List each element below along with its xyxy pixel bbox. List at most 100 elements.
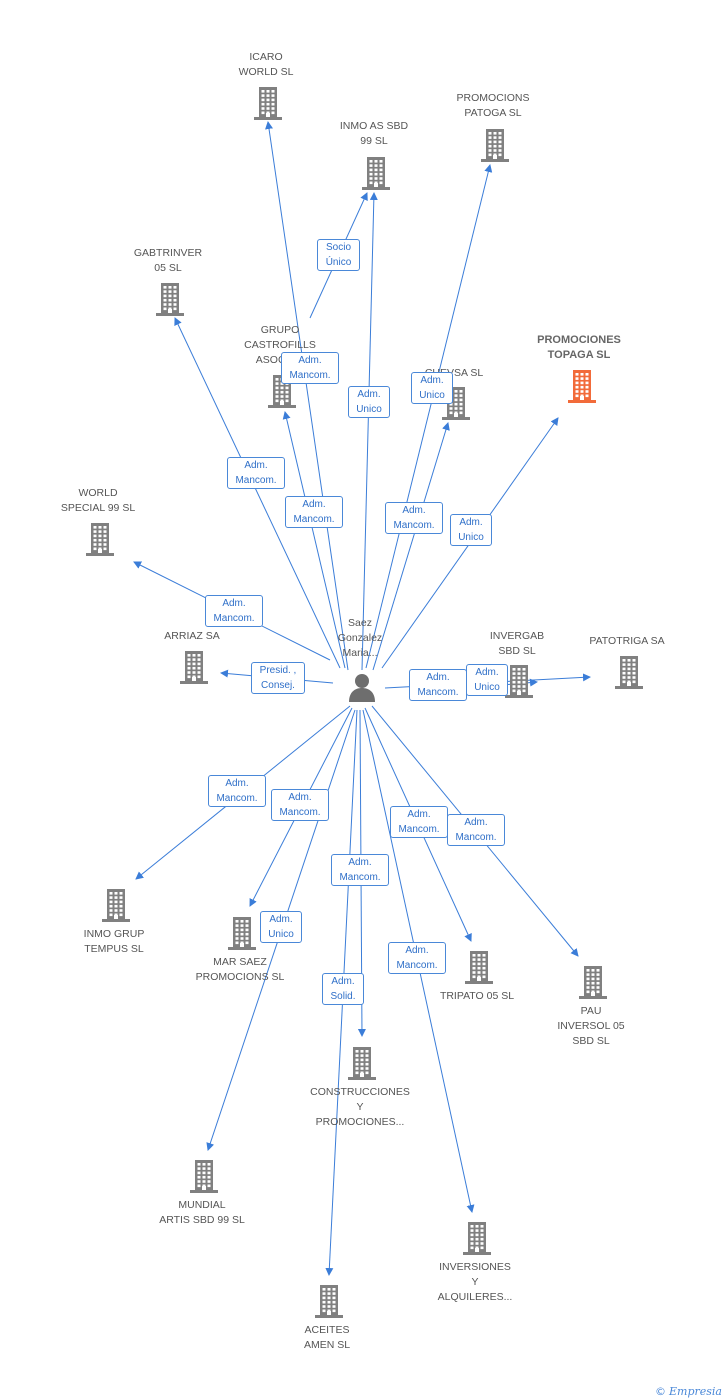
company-label-line: PROMOCIONS	[456, 92, 530, 104]
company-label-line: TEMPUS SL	[84, 943, 144, 955]
building-icon[interactable]	[346, 1046, 378, 1085]
company-label-line: PROMOCIONS SL	[195, 971, 285, 983]
company-label-promocions-patoga[interactable]: PROMOCIONS PATOGA SL	[457, 91, 530, 121]
company-label-line: 05 SL	[154, 262, 182, 274]
building-icon[interactable]	[100, 888, 132, 927]
role-badge-line: Consej.	[261, 680, 295, 691]
company-label-tripato[interactable]: TRIPATO 05 SL	[440, 989, 514, 1004]
role-badge-line: Mancom.	[455, 832, 497, 843]
role-badge: Adm.Unico	[348, 386, 390, 418]
company-label-line: MUNDIAL	[178, 1199, 226, 1211]
role-badge-line: Mancom.	[216, 793, 258, 804]
role-badge-line: Unico	[419, 390, 445, 401]
role-badge-line: Adm.	[407, 809, 431, 820]
company-label-line: ACEITES	[304, 1324, 350, 1336]
role-badge: Adm.Unico	[466, 664, 508, 696]
role-badge: Adm.Mancom.	[447, 814, 505, 846]
building-icon[interactable]	[226, 916, 258, 955]
role-badge-line: Adm.	[459, 517, 483, 528]
company-label-line: 99 SL	[360, 135, 388, 147]
relationship-edge	[361, 192, 378, 671]
relationship-edge	[372, 422, 450, 671]
copyright-symbol: ©	[655, 1385, 666, 1398]
role-badge: Adm. Mancom.	[385, 502, 443, 534]
role-badge-line: Adm.	[302, 499, 326, 510]
building-icon[interactable]	[613, 655, 645, 694]
role-badge-line: Adm.	[348, 857, 372, 868]
building-icon[interactable]	[252, 86, 284, 125]
center-person-label[interactable]: Saez Gonzalez Maria...	[338, 616, 382, 661]
role-badge-line: Mancom.	[293, 514, 335, 525]
role-badge-line: Mancom.	[393, 520, 435, 531]
company-label-line: INMO GRUP	[83, 928, 145, 940]
role-badge-line: Mancom.	[417, 687, 459, 698]
company-label-mundial-artis[interactable]: MUNDIAL ARTIS SBD 99 SL	[159, 1198, 245, 1228]
role-badge-line: Adm.	[298, 355, 322, 366]
role-badge: Adm.Mancom.	[388, 942, 446, 974]
company-label-line: SBD SL	[498, 645, 536, 657]
company-label-line: CASTROFILLS	[244, 339, 316, 351]
building-icon[interactable]	[479, 128, 511, 167]
role-badge: Adm. Unico	[450, 514, 492, 546]
company-label-line: Y	[356, 1101, 364, 1113]
role-badge-line: Unico	[356, 404, 382, 415]
building-icon[interactable]	[360, 156, 392, 195]
company-label-line: CONSTRUCCIONES	[310, 1086, 410, 1098]
relationship-edge	[282, 411, 346, 669]
role-badge-line: Mancom.	[339, 872, 381, 883]
center-label-line: Gonzalez	[337, 632, 383, 644]
role-badge-line: Mancom.	[279, 807, 321, 818]
role-badge: Presid. ,Consej.	[251, 662, 305, 694]
company-label-line: INVERSOL 05	[557, 1020, 625, 1032]
role-badge: Adm.Mancom.	[390, 806, 448, 838]
company-label-line: GABTRINVER	[133, 247, 203, 259]
role-badge-line: Adm.	[402, 505, 426, 516]
role-badge-line: Adm.	[225, 778, 249, 789]
company-label-inmo-as[interactable]: INMO AS SBD 99 SL	[340, 119, 408, 149]
role-badge-line: Mancom.	[396, 960, 438, 971]
company-label-line: Y	[471, 1276, 479, 1288]
company-label-line: PATOGA SL	[464, 107, 522, 119]
company-label-line: INMO AS SBD	[339, 120, 409, 132]
building-icon[interactable]	[188, 1159, 220, 1198]
building-icon[interactable]	[577, 965, 609, 1004]
role-badge-line: Unico	[458, 532, 484, 543]
person-icon[interactable]	[347, 672, 377, 702]
building-icon[interactable]	[154, 282, 186, 321]
company-label-line: SBD SL	[572, 1035, 610, 1047]
role-badge-line: Adm.	[331, 976, 355, 987]
building-icon[interactable]	[313, 1284, 345, 1323]
company-label-arriaz[interactable]: ARRIAZ SA	[164, 629, 219, 644]
building-icon[interactable]	[461, 1221, 493, 1260]
role-badge-line: Unico	[474, 682, 500, 693]
company-label-line: ICARO	[249, 51, 283, 63]
building-icon[interactable]	[503, 664, 535, 703]
role-badge-line: Adm.	[420, 375, 444, 386]
company-label-inmo-grup[interactable]: INMO GRUP TEMPUS SL	[84, 927, 145, 957]
company-label-line: WORLD	[78, 487, 118, 499]
role-badge-line: Socio	[325, 242, 351, 253]
role-badge-line: Mancom.	[213, 613, 255, 624]
company-label-patotriga[interactable]: PATOTRIGA SA	[589, 634, 664, 649]
company-label-line: PROMOCIONES	[537, 334, 621, 346]
building-icon[interactable]	[84, 522, 116, 561]
company-label-gabtrinver[interactable]: GABTRINVER 05 SL	[134, 246, 202, 276]
building-icon[interactable]	[463, 950, 495, 989]
company-label-line: INVERSIONES	[439, 1261, 511, 1273]
company-label-line: ARTIS SBD 99 SL	[159, 1214, 245, 1226]
building-icon[interactable]	[566, 369, 598, 408]
role-badge: Adm.Mancom.	[227, 457, 285, 489]
role-badge-line: Adm.	[269, 914, 293, 925]
role-badge-line: Adm.	[244, 460, 268, 471]
building-icon[interactable]	[178, 650, 210, 689]
role-badge: Adm. Mancom.	[208, 775, 266, 807]
